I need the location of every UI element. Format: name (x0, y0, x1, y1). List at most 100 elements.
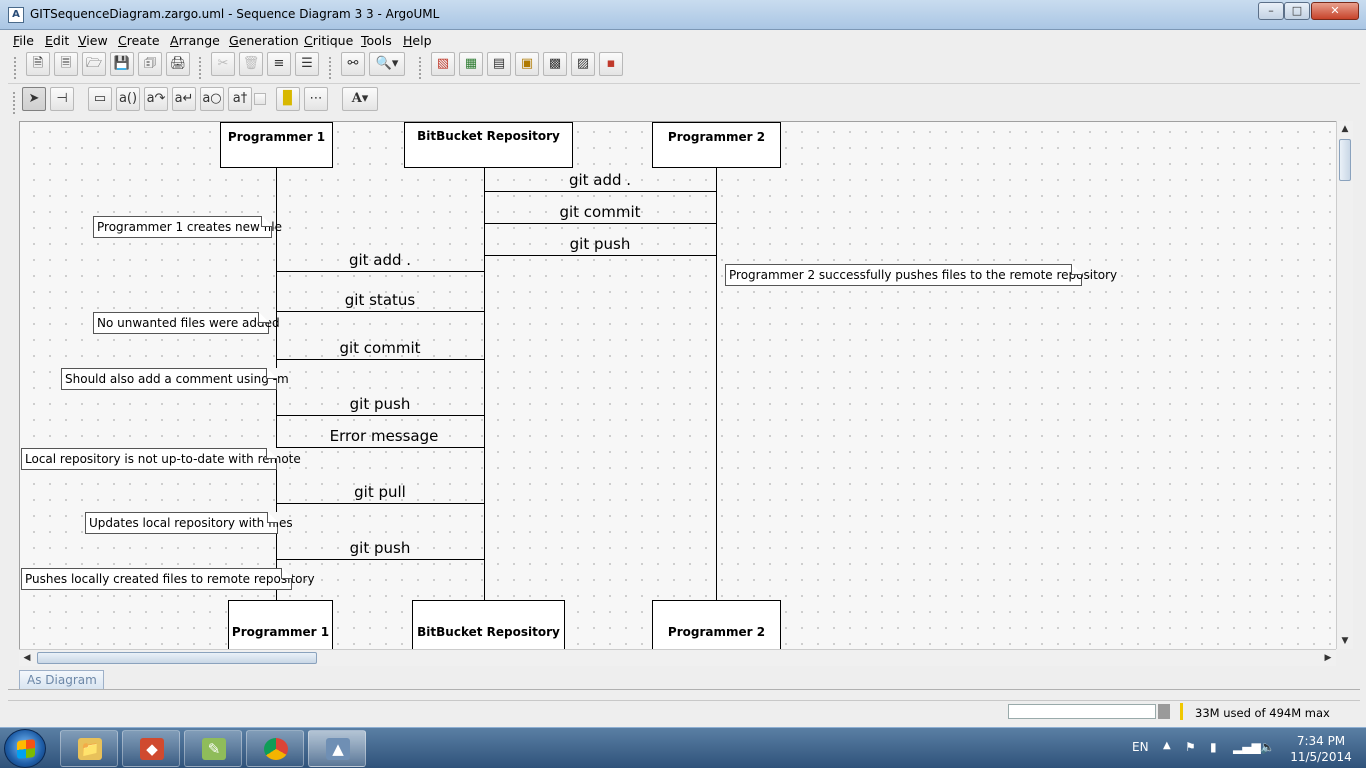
save-file-icon[interactable]: 💾 (110, 52, 134, 76)
print-icon[interactable]: 🖨 (166, 52, 190, 76)
volume-icon[interactable]: 🔈 (1260, 740, 1275, 754)
object-programmer-1-top[interactable]: Programmer 1 (220, 122, 333, 168)
message-line[interactable] (276, 447, 484, 448)
vertical-scrollbar[interactable]: ▲ ▼ (1336, 121, 1353, 649)
object-programmer-2-bottom[interactable]: Programmer 2 (652, 600, 781, 649)
font-style-icon[interactable]: A▾ (342, 87, 378, 111)
object-programmer-2-top[interactable]: Programmer 2 (652, 122, 781, 168)
scroll-up-icon[interactable]: ▲ (1341, 124, 1349, 134)
taskbar-git[interactable]: ◆ (122, 730, 180, 767)
select-tool-icon[interactable]: ➤ (22, 87, 46, 111)
message-line[interactable] (276, 503, 484, 504)
new-project-icon[interactable]: 🗏 (54, 52, 78, 76)
delete-icon[interactable]: 🗑 (239, 52, 263, 76)
toolbar-grip[interactable] (198, 56, 202, 80)
scroll-right-icon[interactable]: ▶ (1324, 653, 1332, 663)
statechart-diagram-icon[interactable]: ▩ (543, 52, 567, 76)
taskbar-chrome[interactable] (246, 730, 304, 767)
class-diagram-icon[interactable]: ▦ (459, 52, 483, 76)
comment-tool-icon[interactable]: ▉ (276, 87, 300, 111)
tab-as-diagram[interactable]: As Diagram (19, 670, 104, 690)
menu-tools[interactable]: Tools (361, 33, 392, 48)
horizontal-scrollbar[interactable]: ◀ ▶ (19, 649, 1336, 666)
taskbar-notepad[interactable]: ✎ (184, 730, 242, 767)
new-create-action-icon[interactable]: a○ (200, 87, 224, 111)
network-signal-icon[interactable]: ▂▄▆ (1233, 740, 1261, 754)
message-line[interactable] (276, 415, 484, 416)
language-indicator[interactable]: EN (1132, 740, 1149, 754)
broom-tool-icon[interactable]: ⊣ (50, 87, 74, 111)
toolbar-grip[interactable] (12, 91, 16, 115)
comment-note[interactable]: Local repository is not up-to-date with … (21, 448, 301, 470)
message-label[interactable]: git pull (354, 483, 406, 501)
sequence-diagram-icon[interactable]: ▤ (487, 52, 511, 76)
message-line[interactable] (484, 191, 716, 192)
message-line[interactable] (276, 311, 484, 312)
new-destroy-action-icon[interactable]: a† (228, 87, 252, 111)
menu-generation[interactable]: Generation (229, 33, 299, 48)
new-call-action-icon[interactable]: a() (116, 87, 140, 111)
lifeline-programmer-2[interactable] (716, 168, 717, 600)
message-line[interactable] (484, 223, 716, 224)
layout-icon[interactable]: ☰ (295, 52, 319, 76)
collaboration-diagram-icon[interactable]: ▣ (515, 52, 539, 76)
new-return-action-icon[interactable]: a↷ (144, 87, 168, 111)
message-label[interactable]: git push (349, 395, 411, 413)
action-center-flag-icon[interactable]: ⚑ (1185, 740, 1196, 754)
dashed-line-tool-icon[interactable]: ⋯ (304, 87, 328, 111)
maximize-button[interactable]: □ (1284, 2, 1310, 20)
usecase-diagram-icon[interactable]: ▧ (431, 52, 455, 76)
message-label[interactable]: git push (569, 235, 631, 253)
comment-note[interactable]: No unwanted files were added (93, 312, 280, 334)
comment-note[interactable]: Updates local repository with files (85, 512, 293, 534)
message-line[interactable] (484, 255, 716, 256)
vertical-scroll-thumb[interactable] (1339, 139, 1351, 181)
system-clock[interactable]: 7:34 PM 11/5/2014 (1286, 733, 1356, 765)
rectangle-tool-icon[interactable] (254, 93, 266, 105)
menu-create[interactable]: Create (118, 33, 160, 48)
open-file-icon[interactable]: 🗁 (82, 52, 106, 76)
lifeline-bitbucket-repository[interactable] (484, 168, 485, 600)
new-classifier-role-icon[interactable]: ▭ (88, 87, 112, 111)
scroll-left-icon[interactable]: ◀ (23, 653, 31, 663)
object-bitbucket-repository-bottom[interactable]: BitBucket Repository (412, 600, 565, 649)
message-label[interactable]: git add . (348, 251, 412, 269)
message-label[interactable]: Error message (329, 427, 439, 445)
scroll-down-icon[interactable]: ▼ (1341, 636, 1349, 646)
comment-note[interactable]: Pushes locally created files to remote r… (21, 568, 315, 590)
comment-note[interactable]: Programmer 1 creates new file (93, 216, 282, 238)
device-icon[interactable]: ▮ (1210, 740, 1217, 754)
horizontal-scroll-thumb[interactable] (37, 652, 317, 664)
minimize-button[interactable]: – (1258, 2, 1284, 20)
new-send-action-icon[interactable]: a↵ (172, 87, 196, 111)
taskbar-argouml[interactable]: ▲ (308, 730, 366, 767)
comment-note[interactable]: Programmer 2 successfully pushes files t… (725, 264, 1117, 286)
message-label[interactable]: git commit (559, 203, 641, 221)
menu-view[interactable]: View (78, 33, 108, 48)
deployment-diagram-icon[interactable]: ▪ (599, 52, 623, 76)
menu-edit[interactable]: Edit (45, 33, 70, 48)
message-label[interactable]: git add . (568, 171, 632, 189)
menu-critique[interactable]: Critique (304, 33, 354, 48)
message-line[interactable] (276, 359, 484, 360)
toolbar-grip[interactable] (418, 56, 422, 80)
close-button[interactable]: ✕ (1311, 2, 1359, 20)
show-hidden-icons-icon[interactable]: ▲ (1163, 740, 1171, 751)
object-programmer-1-bottom[interactable]: Programmer 1 (228, 600, 333, 649)
menu-help[interactable]: Help (403, 33, 432, 48)
cut-icon[interactable]: ✂ (211, 52, 235, 76)
message-label[interactable]: git push (349, 539, 411, 557)
taskbar-explorer[interactable]: 📁 (60, 730, 118, 767)
menu-file[interactable]: File (13, 33, 34, 48)
new-file-icon[interactable]: 🗎 (26, 52, 50, 76)
align-icon[interactable]: ≡ (267, 52, 291, 76)
message-label[interactable]: git status (344, 291, 416, 309)
toolbar-grip[interactable] (13, 56, 17, 80)
save-as-icon[interactable]: 🗊 (138, 52, 162, 76)
message-label[interactable]: git commit (339, 339, 421, 357)
binoculars-icon[interactable]: ⚯ (341, 52, 365, 76)
comment-note[interactable]: Should also add a comment using -m (61, 368, 289, 390)
menu-arrange[interactable]: Arrange (170, 33, 220, 48)
message-line[interactable] (276, 559, 484, 560)
sequence-diagram-canvas[interactable]: Programmer 1 BitBucket Repository Progra… (19, 121, 1336, 649)
